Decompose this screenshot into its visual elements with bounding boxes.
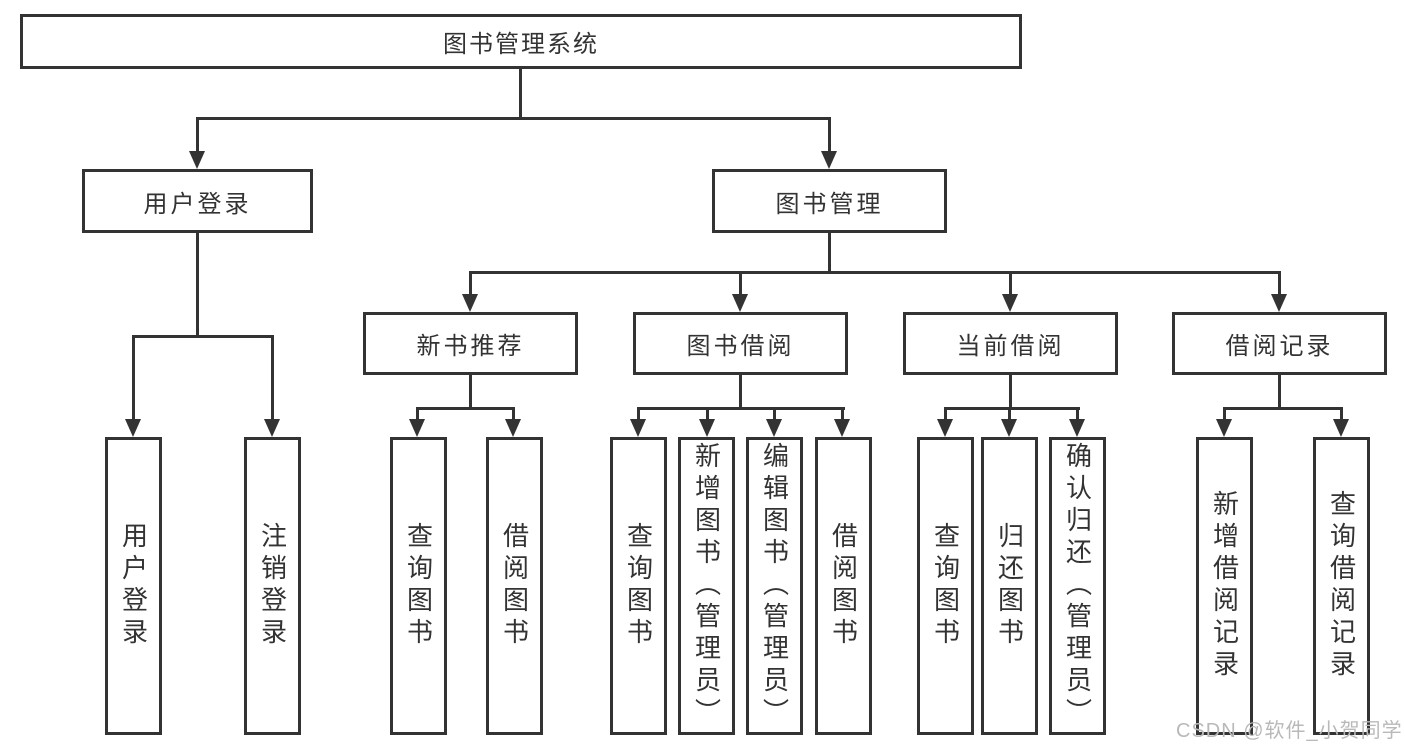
- node-book-management: 图书管理: [712, 169, 947, 233]
- connector-line: [1223, 407, 1226, 423]
- node-current-borrow: 当前借阅: [903, 312, 1118, 375]
- leaf-query-books-recommend: 查询图书: [390, 437, 447, 735]
- arrow-down-icon: [462, 294, 478, 312]
- arrow-down-icon: [821, 151, 837, 169]
- leaf-edit-books-admin: 编辑图书（管理员）: [746, 437, 803, 735]
- leaf-add-borrow-record: 新增借阅记录: [1196, 437, 1253, 735]
- arrow-down-icon: [1002, 294, 1018, 312]
- connector-line: [1009, 271, 1012, 297]
- connector-line: [637, 407, 640, 423]
- leaf-borrow-books: 借阅图书: [815, 437, 872, 735]
- arrow-down-icon: [1216, 419, 1232, 437]
- arrow-down-icon: [1069, 419, 1085, 437]
- connector-line: [416, 407, 515, 410]
- connector-line: [196, 233, 199, 338]
- arrow-down-icon: [766, 419, 782, 437]
- connector-line: [1340, 407, 1343, 423]
- leaf-add-books-admin: 新增图书（管理员）: [678, 437, 735, 735]
- arrow-down-icon: [699, 419, 715, 437]
- node-new-book-recommend: 新书推荐: [363, 312, 578, 375]
- leaf-query-books-borrow: 查询图书: [610, 437, 667, 735]
- connector-line: [944, 407, 947, 423]
- connector-line: [773, 407, 776, 423]
- connector-line: [841, 407, 844, 423]
- connector-line: [271, 335, 274, 421]
- connector-line: [944, 407, 1080, 410]
- connector-line: [739, 375, 742, 410]
- connector-line: [828, 233, 831, 274]
- arrow-down-icon: [125, 419, 141, 437]
- connector-line: [512, 407, 515, 423]
- leaf-user-login: 用户登录: [105, 437, 162, 735]
- node-user-login: 用户登录: [82, 169, 313, 233]
- node-borrow-records: 借阅记录: [1172, 312, 1387, 375]
- connector-line: [1008, 407, 1011, 423]
- connector-line: [739, 271, 742, 297]
- connector-line: [519, 69, 522, 120]
- connector-line: [469, 375, 472, 410]
- leaf-query-borrow-record: 查询借阅记录: [1313, 437, 1370, 735]
- connector-line: [132, 335, 135, 421]
- connector-line: [196, 117, 199, 153]
- leaf-confirm-return-admin: 确认归还（管理员）: [1049, 437, 1106, 735]
- connector-line: [1009, 375, 1012, 410]
- connector-line: [1076, 407, 1079, 423]
- node-book-borrow: 图书借阅: [633, 312, 848, 375]
- node-library-system: 图书管理系统: [20, 14, 1022, 69]
- connector-line: [1278, 375, 1281, 410]
- arrow-down-icon: [937, 419, 953, 437]
- connector-line: [196, 117, 831, 120]
- connector-line: [1278, 271, 1281, 297]
- arrow-down-icon: [1271, 294, 1287, 312]
- arrow-down-icon: [505, 419, 521, 437]
- connector-line: [416, 407, 419, 423]
- arrow-down-icon: [189, 151, 205, 169]
- connector-line: [132, 335, 274, 338]
- connector-line: [706, 407, 709, 423]
- connector-line: [469, 271, 1281, 274]
- arrow-down-icon: [732, 294, 748, 312]
- connector-line: [828, 117, 831, 153]
- leaf-query-books-current: 查询图书: [917, 437, 974, 735]
- arrow-down-icon: [1001, 419, 1017, 437]
- arrow-down-icon: [630, 419, 646, 437]
- csdn-watermark: CSDN @软件_小贺同学: [1176, 720, 1403, 742]
- connector-line: [637, 407, 845, 410]
- arrow-down-icon: [1333, 419, 1349, 437]
- connector-line: [469, 271, 472, 297]
- leaf-logout: 注销登录: [244, 437, 301, 735]
- arrow-down-icon: [264, 419, 280, 437]
- arrow-down-icon: [834, 419, 850, 437]
- arrow-down-icon: [409, 419, 425, 437]
- leaf-borrow-books-recommend: 借阅图书: [486, 437, 543, 735]
- leaf-return-books: 归还图书: [981, 437, 1038, 735]
- connector-line: [1223, 407, 1342, 410]
